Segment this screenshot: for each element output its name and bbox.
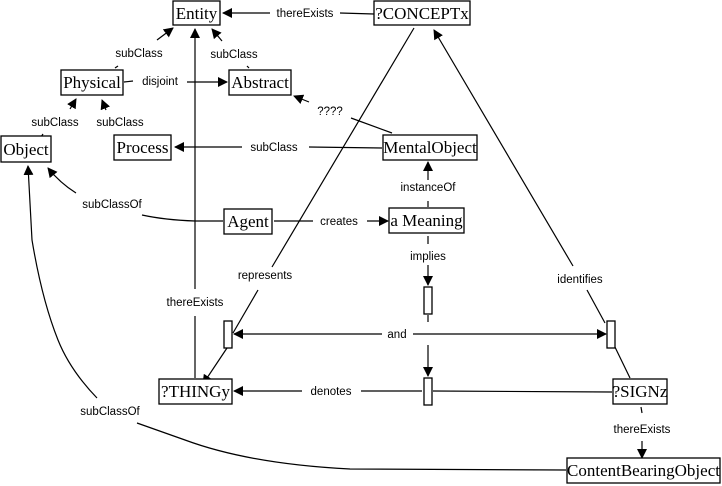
edge-agent-subclassof-object: subClassOf — [47, 167, 223, 222]
junction-right — [606, 320, 616, 349]
edge-sign-identifies-concept: identifies — [433, 29, 631, 379]
edge-label: subClass — [96, 117, 144, 129]
edge-label: thereExists — [614, 424, 671, 436]
node-label: a Meaning — [390, 211, 463, 230]
junction-left — [223, 320, 233, 349]
edge-mentalobject-unknown-abstract: ???? — [293, 94, 393, 134]
edge-sign-thereexists-cbo: thereExists — [614, 406, 671, 459]
edge-label: subClassOf — [82, 199, 142, 211]
edge-label: subClass — [31, 117, 79, 129]
node-concept[interactable]: ?CONCEPTx — [373, 0, 471, 26]
edge-physical-subclass-entity: subClass — [114, 27, 174, 69]
node-label: Process — [117, 138, 169, 157]
edge-arrow — [47, 167, 77, 194]
node-label: Object — [3, 140, 49, 159]
edge-arrow — [433, 29, 574, 267]
edge-line — [141, 214, 223, 222]
edge-label: implies — [410, 251, 446, 263]
edge-label: disjoint — [142, 76, 179, 88]
node-label: ?SIGNz — [613, 382, 668, 401]
edge-label: denotes — [311, 386, 352, 398]
node-object[interactable]: Object — [0, 135, 52, 163]
edge-agent-creates-meaning: creates — [274, 216, 389, 228]
edge-line — [232, 289, 259, 334]
edge-line — [123, 80, 134, 83]
edge-label: and — [387, 329, 406, 341]
edge-and-connector: and — [233, 315, 607, 377]
edge-line — [612, 342, 631, 379]
edge-line — [136, 422, 567, 471]
node-abstract[interactable]: Abstract — [228, 69, 292, 96]
edge-line — [114, 65, 119, 69]
edge-label: thereExists — [167, 297, 224, 309]
edge-line — [271, 27, 415, 268]
edge-sign-denotes-thing: denotes — [233, 386, 613, 398]
edge-arrow — [211, 28, 223, 42]
edge-label: thereExists — [277, 8, 334, 20]
junction-implies — [423, 286, 433, 315]
edge-cbo-subclassof-object: subClassOf — [23, 165, 567, 471]
junction-denotes — [423, 377, 433, 406]
edge-label: identifies — [557, 274, 603, 286]
edge-arrow — [67, 98, 77, 110]
edge-line — [432, 390, 613, 393]
edge-label: creates — [320, 216, 358, 228]
node-label: Agent — [227, 212, 269, 231]
node-physical[interactable]: Physical — [60, 69, 124, 96]
edge-thing-thereexists-entity: thereExists — [167, 28, 224, 378]
node-label: Abstract — [231, 73, 289, 92]
edge-arrow — [202, 347, 228, 385]
edge-meaning-implies: implies — [410, 236, 446, 286]
edge-physical-disjoint-abstract: disjoint — [123, 76, 228, 88]
node-process[interactable]: Process — [113, 134, 172, 161]
edge-concept-thereexists-entity: thereExists — [222, 8, 375, 20]
node-agent[interactable]: Agent — [223, 208, 273, 235]
edge-process-subclass-physical: subClass — [96, 99, 144, 129]
node-label: ?THINGy — [161, 382, 230, 401]
edge-label: subClass — [115, 48, 163, 60]
edge-label: represents — [238, 270, 293, 282]
edge-label: instanceOf — [401, 182, 457, 194]
edge-abstract-subclass-entity: subClass — [210, 28, 258, 69]
node-label: MentalObject — [383, 138, 477, 157]
edge-line — [339, 12, 375, 15]
node-label: ContentBearingObject — [567, 461, 720, 480]
node-sign[interactable]: ?SIGNz — [612, 378, 668, 405]
edge-line — [586, 289, 606, 324]
node-entity[interactable]: Entity — [172, 0, 221, 26]
edge-arrow — [23, 165, 98, 399]
edge-concept-represents-thing: represents — [202, 27, 415, 385]
edge-label: ???? — [317, 106, 343, 118]
node-label: Entity — [176, 4, 218, 23]
edge-meaning-instanceof-mentalobject: instanceOf — [401, 161, 457, 207]
edge-line — [246, 65, 250, 69]
node-mental-object[interactable]: MentalObject — [382, 134, 478, 161]
node-label: Physical — [63, 73, 121, 92]
edge-mentalobject-subclass-process: subClass — [174, 142, 383, 154]
edge-label: subClass — [210, 49, 258, 61]
edge-arrow — [293, 94, 310, 104]
node-content-bearing-object[interactable]: ContentBearingObject — [566, 457, 721, 484]
edge-label: subClassOf — [80, 406, 140, 418]
edge-line — [308, 146, 383, 149]
edge-label: subClass — [250, 142, 298, 154]
edge-arrow — [100, 99, 110, 111]
node-meaning[interactable]: a Meaning — [388, 207, 465, 234]
edge-arrow — [156, 27, 174, 41]
node-label: ?CONCEPTx — [375, 4, 469, 23]
edge-line — [640, 406, 643, 414]
edge-line — [350, 117, 393, 134]
node-thing[interactable]: ?THINGy — [158, 378, 233, 405]
edge-object-subclass-physical: subClass — [31, 98, 79, 138]
